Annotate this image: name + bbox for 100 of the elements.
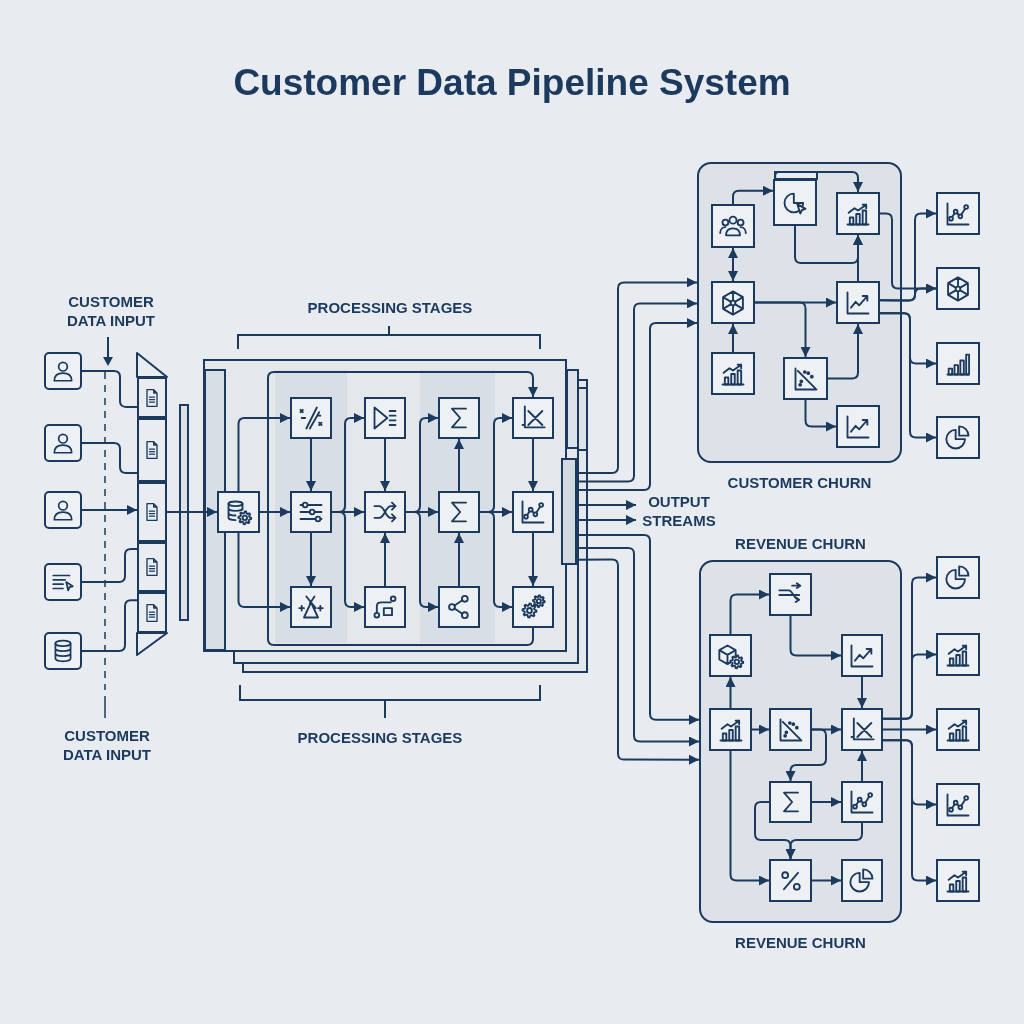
- section-label: PROCESSING STAGES: [306, 298, 474, 317]
- arrow: [754, 301, 811, 358]
- process-box: [841, 708, 883, 751]
- output-box: [936, 708, 980, 751]
- process-box: [783, 357, 828, 400]
- connector-line: [81, 370, 138, 408]
- process-box: [711, 352, 755, 395]
- arrow: [879, 312, 937, 443]
- process-box: [841, 634, 883, 677]
- output-label: OUTPUT STREAMS: [636, 490, 722, 532]
- arrow: [81, 505, 138, 515]
- arrow: [728, 247, 738, 282]
- process-box: [836, 192, 880, 235]
- arrow: [528, 438, 538, 492]
- hopper-slot: [137, 542, 167, 592]
- process-box: [709, 708, 752, 751]
- hopper-slot: [137, 418, 167, 482]
- arrow: [804, 399, 837, 432]
- process-box: [290, 491, 332, 533]
- process-box: [711, 281, 755, 324]
- arrow: [785, 822, 863, 860]
- arrow: [853, 234, 863, 282]
- arrow: [811, 797, 842, 807]
- hopper-slot: [137, 592, 167, 633]
- section-label: PROCESSING STAGES: [296, 728, 464, 747]
- source-box: [44, 352, 82, 390]
- arrow: [576, 534, 700, 725]
- process-box: [769, 708, 812, 751]
- arrow: [237, 413, 291, 492]
- output-box: [936, 783, 980, 826]
- output-box: [936, 859, 980, 902]
- arrow: [811, 875, 842, 886]
- source-box: [44, 632, 82, 670]
- process-box: [836, 281, 880, 324]
- arrow: [827, 323, 863, 380]
- arrow: [306, 438, 316, 492]
- arrow: [380, 438, 390, 492]
- source-box: [44, 491, 82, 529]
- arrow: [785, 728, 827, 782]
- process-box: [290, 586, 332, 628]
- arrow: [789, 615, 842, 661]
- output-box: [936, 192, 980, 235]
- process-box: [438, 397, 480, 439]
- output-bar: [561, 458, 577, 565]
- arrow: [882, 739, 937, 886]
- arrow: [857, 676, 867, 709]
- section-label: CUSTOMER DATA INPUT: [61, 726, 152, 764]
- arrow: [725, 676, 736, 709]
- process-box: [836, 405, 880, 448]
- arrow: [882, 724, 937, 735]
- connector-line: [81, 548, 138, 583]
- arrow: [879, 283, 937, 302]
- arrow: [267, 371, 538, 646]
- output-box: [936, 416, 980, 459]
- process-box: [773, 179, 817, 226]
- processing-panel: [203, 359, 567, 652]
- arrow: [166, 507, 218, 517]
- arrow: [306, 532, 316, 587]
- process-box: [364, 491, 406, 533]
- connector-line: [81, 442, 138, 475]
- arrow: [380, 532, 390, 587]
- output-box: [936, 342, 980, 385]
- arrow: [751, 724, 770, 735]
- arrow: [882, 649, 937, 720]
- output-box: [936, 633, 980, 676]
- arrow: [728, 323, 738, 353]
- output-box: [936, 556, 980, 599]
- hopper-slot: [137, 482, 167, 542]
- arrow: [576, 500, 637, 511]
- process-box: [841, 859, 883, 902]
- process-box: [769, 781, 812, 823]
- process-box: [841, 781, 883, 823]
- process-box: [512, 491, 554, 533]
- source-box: [44, 563, 82, 601]
- process-box: [512, 586, 554, 628]
- diagram-title: Customer Data Pipeline System: [232, 62, 792, 104]
- arrow: [576, 515, 637, 526]
- process-box: [769, 859, 812, 902]
- process-box: [711, 204, 755, 248]
- process-box: [217, 491, 260, 533]
- panel-heading: REVENUE CHURN: [734, 534, 867, 553]
- source-box: [44, 424, 82, 462]
- process-box: [364, 397, 406, 439]
- arrow: [857, 750, 867, 782]
- section-label: CUSTOMER DATA INPUT: [65, 292, 156, 330]
- arrow: [729, 589, 770, 635]
- process-box: [769, 573, 812, 616]
- arrow: [454, 532, 464, 587]
- arrow: [237, 532, 291, 612]
- process-box: [364, 586, 406, 628]
- arrow: [454, 438, 464, 492]
- panel-heading: REVENUE CHURN: [734, 933, 867, 952]
- arrow: [774, 171, 863, 193]
- connector-line: [81, 599, 138, 652]
- panel-heading: CUSTOMER CHURN: [726, 473, 873, 492]
- process-box: [438, 491, 480, 533]
- process-box: [290, 397, 332, 439]
- hopper-slot: [137, 377, 167, 418]
- process-box: [512, 397, 554, 439]
- arrow: [729, 750, 770, 886]
